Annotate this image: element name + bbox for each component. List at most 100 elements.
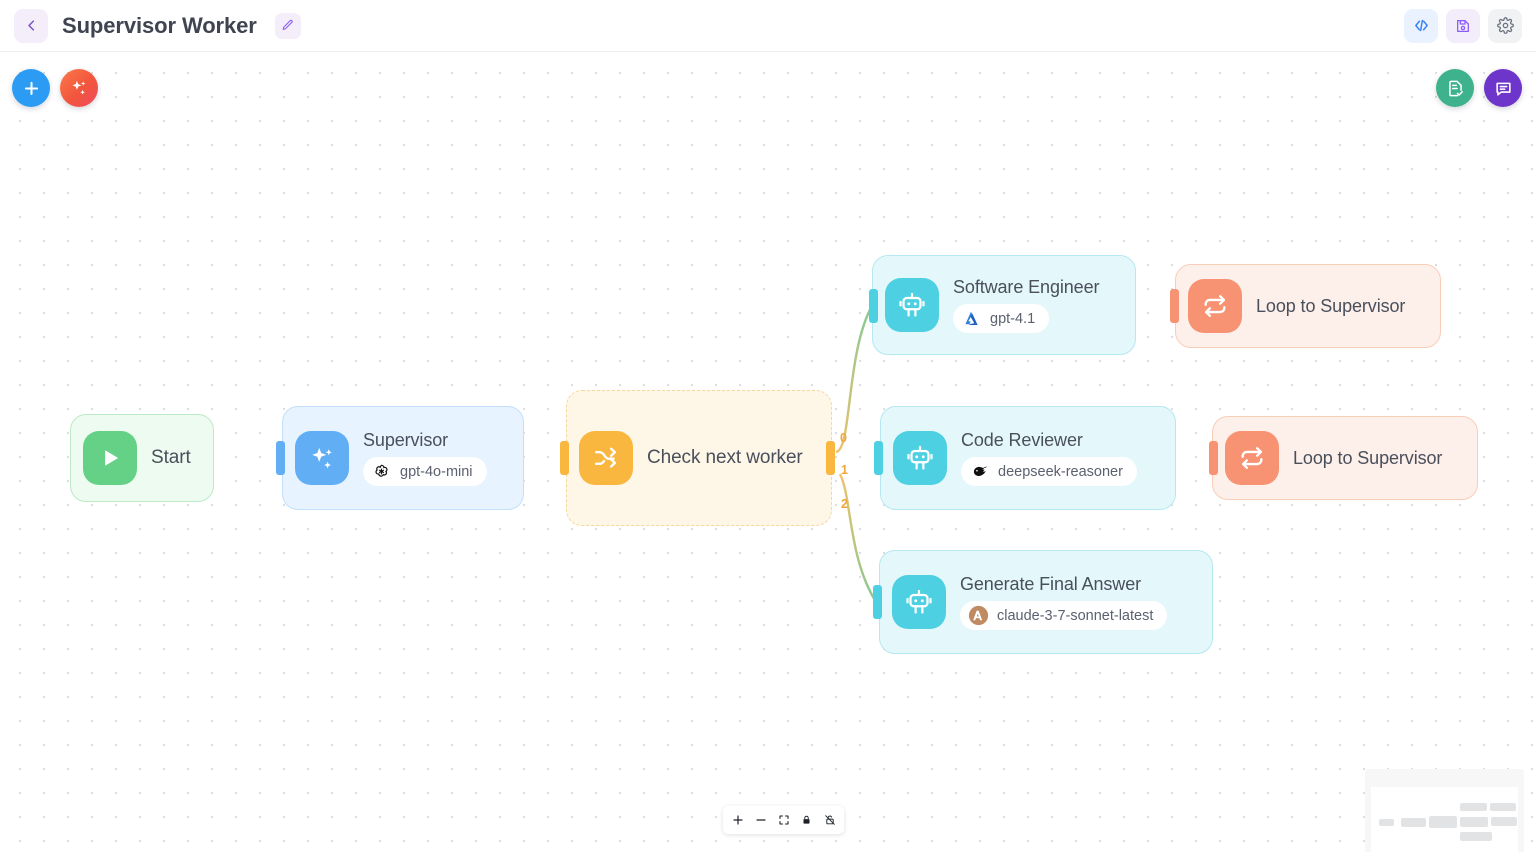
minimap-node bbox=[1491, 817, 1517, 826]
play-triangle-icon bbox=[105, 450, 119, 466]
save-button[interactable] bbox=[1446, 8, 1480, 43]
node-supervisor[interactable]: Supervisor gpt-4o-mini bbox=[282, 406, 524, 510]
model-name-code-reviewer: deepseek-reasoner bbox=[998, 463, 1123, 480]
robot-icon bbox=[885, 278, 939, 332]
node-generate-final-answer[interactable]: Generate Final Answer claude-3-7-sonnet-… bbox=[879, 550, 1213, 654]
settings-button[interactable] bbox=[1488, 8, 1522, 43]
model-name-supervisor: gpt-4o-mini bbox=[400, 463, 473, 480]
edge-label-0: 0 bbox=[840, 431, 847, 445]
add-node-button[interactable] bbox=[12, 69, 50, 107]
node-check-body: Check next worker bbox=[647, 447, 803, 469]
minimap-node bbox=[1429, 816, 1457, 828]
back-button[interactable] bbox=[14, 8, 48, 43]
sparkles-icon bbox=[295, 431, 349, 485]
minimap-node bbox=[1460, 832, 1492, 841]
plus-icon bbox=[732, 815, 743, 825]
model-pill-generate-final-answer[interactable]: claude-3-7-sonnet-latest bbox=[960, 601, 1168, 630]
azure-glyph-icon bbox=[965, 311, 978, 325]
deepseek-glyph-icon bbox=[973, 466, 988, 476]
node-supervisor-title: Supervisor bbox=[363, 430, 449, 450]
deepseek-logo bbox=[969, 461, 990, 482]
edge-label-1: 1 bbox=[841, 463, 848, 477]
anthropic-glyph-icon bbox=[968, 605, 989, 626]
node-software-engineer[interactable]: Software Engineer gpt-4.1 bbox=[872, 255, 1136, 355]
minimap-node bbox=[1401, 818, 1426, 827]
gear-icon bbox=[1496, 17, 1514, 34]
sparkles-glyph-icon bbox=[311, 447, 332, 468]
handle-loop-2-in[interactable] bbox=[1209, 441, 1218, 475]
node-loop-2-title: Loop to Supervisor bbox=[1293, 447, 1443, 468]
handle-loop-1-in[interactable] bbox=[1170, 289, 1179, 323]
run-report-button[interactable] bbox=[1436, 69, 1474, 107]
node-loop-2-body: Loop to Supervisor bbox=[1293, 448, 1442, 469]
node-loop-1-title: Loop to Supervisor bbox=[1256, 295, 1406, 316]
node-check-next-worker[interactable]: Check next worker bbox=[566, 390, 832, 526]
code-brackets-icon bbox=[1414, 19, 1428, 32]
handle-check-in[interactable] bbox=[560, 441, 569, 475]
node-check-title: Check next worker bbox=[647, 447, 803, 468]
node-software-engineer-title: Software Engineer bbox=[953, 277, 1100, 297]
handle-check-out[interactable] bbox=[826, 441, 835, 475]
loop-glyph-icon bbox=[1241, 447, 1263, 469]
minimap-node bbox=[1460, 817, 1488, 827]
node-loop-to-supervisor-1[interactable]: Loop to Supervisor bbox=[1175, 264, 1441, 348]
canvas-controls bbox=[723, 806, 844, 834]
handle-code-reviewer-in[interactable] bbox=[874, 441, 883, 475]
handle-software-engineer-in[interactable] bbox=[869, 289, 878, 323]
edit-title-button[interactable] bbox=[274, 12, 301, 39]
fit-view-button[interactable] bbox=[773, 809, 794, 831]
openai-glyph-icon bbox=[375, 464, 388, 477]
node-loop-to-supervisor-2[interactable]: Loop to Supervisor bbox=[1212, 416, 1478, 500]
robot-glyph-icon bbox=[907, 445, 933, 470]
robot-icon bbox=[893, 431, 947, 485]
node-code-reviewer-body: Code Reviewer deepseek-reasoner bbox=[961, 430, 1137, 486]
node-loop-1-body: Loop to Supervisor bbox=[1256, 296, 1405, 317]
zoom-in-button[interactable] bbox=[727, 809, 748, 831]
node-generate-final-answer-title: Generate Final Answer bbox=[960, 574, 1141, 594]
code-view-button[interactable] bbox=[1404, 8, 1438, 43]
node-start[interactable]: Start bbox=[70, 414, 214, 502]
play-icon bbox=[83, 431, 137, 485]
lock-button[interactable] bbox=[796, 809, 817, 831]
sparkles-icon bbox=[72, 80, 86, 95]
openai-logo bbox=[371, 461, 392, 482]
anthropic-logo bbox=[968, 605, 989, 626]
page-title: Supervisor Worker bbox=[62, 12, 257, 38]
model-pill-supervisor[interactable]: gpt-4o-mini bbox=[363, 457, 487, 486]
model-pill-code-reviewer[interactable]: deepseek-reasoner bbox=[961, 457, 1137, 486]
robot-glyph-icon bbox=[899, 292, 925, 317]
minimap-node bbox=[1460, 803, 1487, 811]
chat-button[interactable] bbox=[1484, 69, 1522, 107]
pencil-icon bbox=[282, 19, 293, 30]
robot-icon bbox=[892, 575, 946, 629]
toggle-interactivity-button[interactable] bbox=[819, 809, 840, 831]
app-header: Supervisor Worker bbox=[0, 0, 1536, 52]
handle-supervisor-in[interactable] bbox=[276, 441, 285, 475]
plus-icon bbox=[24, 81, 38, 95]
branch-split-glyph-icon bbox=[594, 447, 617, 468]
branch-split-icon bbox=[579, 431, 633, 485]
handle-generate-final-answer-in[interactable] bbox=[873, 585, 882, 619]
lock-crossed-icon bbox=[824, 815, 835, 825]
fit-view-icon bbox=[778, 815, 789, 825]
chevron-left-icon bbox=[27, 20, 34, 31]
node-software-engineer-body: Software Engineer gpt-4.1 bbox=[953, 277, 1099, 333]
minimap-node bbox=[1379, 819, 1394, 826]
loop-icon bbox=[1188, 279, 1242, 333]
model-name-generate-final-answer: claude-3-7-sonnet-latest bbox=[997, 607, 1154, 624]
edge-label-2: 2 bbox=[841, 497, 848, 511]
node-start-body: Start bbox=[151, 447, 191, 469]
robot-glyph-icon bbox=[906, 589, 932, 614]
loop-icon bbox=[1225, 431, 1279, 485]
zoom-out-button[interactable] bbox=[750, 809, 771, 831]
loop-glyph-icon bbox=[1204, 295, 1226, 317]
node-code-reviewer[interactable]: Code Reviewer deepseek-reasoner bbox=[880, 406, 1176, 510]
flow-canvas[interactable]: 0 1 2 Start Supervisor bbox=[0, 52, 1536, 852]
minimap[interactable] bbox=[1365, 769, 1524, 852]
header-left: Supervisor Worker bbox=[14, 8, 301, 43]
model-pill-software-engineer[interactable]: gpt-4.1 bbox=[953, 304, 1050, 333]
ai-generate-button[interactable] bbox=[60, 69, 98, 107]
document-check-icon bbox=[1448, 80, 1463, 96]
node-generate-final-answer-body: Generate Final Answer claude-3-7-sonnet-… bbox=[960, 574, 1168, 630]
